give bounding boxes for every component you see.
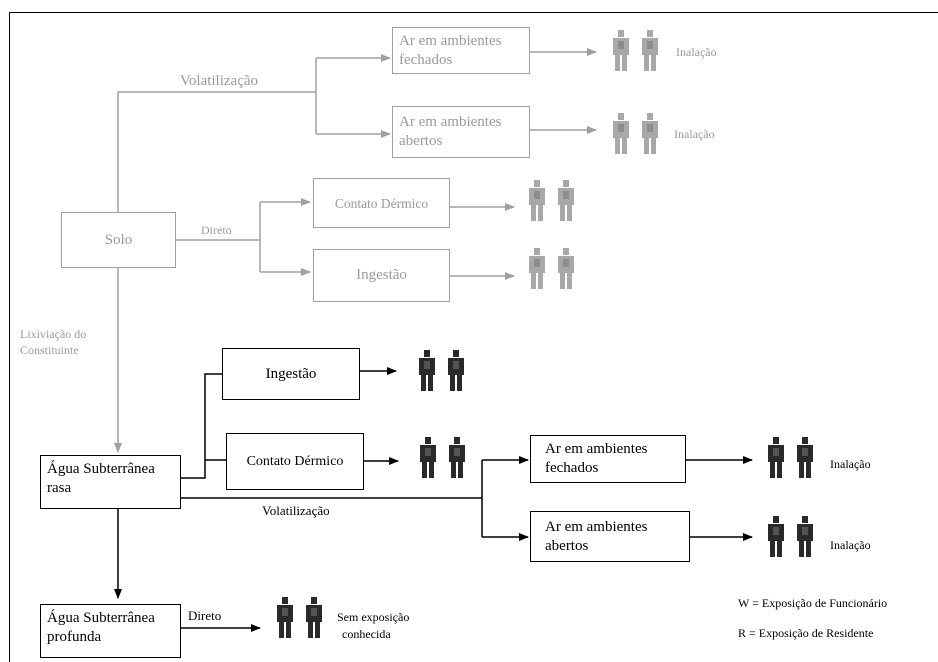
sem-exposicao-line1: Sem exposição [337, 610, 410, 624]
receptor-pair-contato-top-person-icon-1 [529, 180, 545, 221]
ingestao-top-box: Ingestão [313, 249, 450, 302]
contato-dermico-bottom-box: Contato Dérmico [226, 433, 364, 490]
receptor-pair-ingestao-bottom-person-icon-2 [448, 350, 464, 391]
agua-profunda-line2: profunda [47, 629, 102, 645]
receptor-pair-ar-abertos-bottom-person-icon-2 [797, 516, 813, 557]
solo-label: Solo [104, 231, 133, 248]
ar-abertos-top-box: Ar em ambientes abertos [392, 106, 530, 158]
lixiviacao-label: Lixiviação do Constituinte [20, 326, 86, 358]
agua-rasa-line2: rasa [47, 480, 72, 496]
sem-exposicao-label: Sem exposição conhecida [337, 609, 409, 643]
contato-dermico-top-box: Contato Dérmico [313, 178, 450, 228]
agua-profunda-box: Água Subterrânea profunda [40, 604, 181, 658]
ingestao-bottom-label: Ingestão [265, 365, 317, 382]
receptor-pair-ar-fechados-bottom-person-icon-1 [768, 437, 784, 478]
ingestao-bottom-box: Ingestão [222, 348, 360, 400]
inalacao-label-3: Inalação [830, 457, 871, 471]
ar-fechados-bottom-line1: Ar em ambientes [545, 441, 648, 457]
inalacao-label-4: Inalação [830, 538, 871, 552]
receptor-pair-ingestao-top-person-icon-1 [529, 248, 545, 289]
volatilizacao-bottom-label: Volatilização [262, 503, 330, 518]
contato-dermico-top-label: Contato Dérmico [334, 195, 429, 211]
diagram-frame [9, 12, 938, 662]
volatilizacao-top-label: Volatilização [180, 73, 259, 89]
receptor-pair-ar-abertos-top-person-icon-2 [642, 113, 658, 154]
lixiviacao-line1: Lixiviação do [20, 327, 87, 341]
receptor-pair-contato-bottom-person-icon-2 [449, 437, 465, 478]
connector-solo-volatilizacao [117, 91, 316, 212]
receptor-pair-ar-fechados-bottom-person-icon-2 [797, 437, 813, 478]
inalacao-label-1: Inalação [676, 45, 717, 59]
receptor-pair-ar-fechados-top-person-icon-1 [613, 30, 629, 71]
lixiviacao-line2: Constituinte [20, 343, 79, 357]
ar-abertos-top-line2: abertos [399, 133, 443, 149]
legend-resident: R = Exposição de Residente [738, 626, 874, 640]
ar-fechados-top-line1: Ar em ambientes [399, 32, 502, 49]
solo-box: Solo [61, 212, 176, 268]
ar-abertos-top-line1: Ar em ambientes [399, 114, 502, 130]
receptor-pair-contato-top-person-icon-2 [558, 180, 574, 221]
receptor-pair-contato-bottom-person-icon-1 [420, 437, 436, 478]
ingestao-top-label: Ingestão [356, 267, 407, 283]
receptor-pair-sem-exposicao-person-icon-1 [277, 597, 293, 638]
ar-fechados-top-line2: fechados [399, 51, 453, 68]
ar-abertos-bottom-box: Ar em ambientes abertos [530, 511, 690, 562]
direto-bottom-label: Direto [188, 608, 222, 623]
receptor-pair-ingestao-bottom-person-icon-1 [419, 350, 435, 391]
inalacao-label-2: Inalação [674, 127, 715, 141]
contato-dermico-bottom-label: Contato Dérmico [246, 454, 344, 469]
ar-abertos-bottom-line2: abertos [545, 537, 589, 554]
ar-fechados-top-box: Ar em ambientes fechados [392, 27, 530, 74]
ar-abertos-bottom-line1: Ar em ambientes [545, 518, 648, 535]
direto-top-label: Direto [201, 223, 232, 237]
agua-profunda-line1: Água Subterrânea [47, 610, 155, 626]
receptor-pair-ar-fechados-top-person-icon-2 [642, 30, 658, 71]
connector-rasa-ingestao [181, 373, 222, 479]
receptor-pair-sem-exposicao-person-icon-2 [306, 597, 322, 638]
receptor-pair-ar-abertos-bottom-person-icon-1 [768, 516, 784, 557]
ar-fechados-bottom-box: Ar em ambientes fechados [530, 435, 686, 483]
ar-fechados-bottom-line2: fechados [545, 460, 599, 476]
receptor-pair-ar-abertos-top-person-icon-1 [613, 113, 629, 154]
sem-exposicao-line2: conhecida [342, 627, 391, 641]
agua-rasa-line1: Água Subterrânea [47, 461, 155, 477]
agua-rasa-box: Água Subterrânea rasa [40, 455, 181, 509]
receptor-pair-ingestao-top-person-icon-2 [558, 248, 574, 289]
legend-worker: W = Exposição de Funcionário [738, 596, 888, 610]
